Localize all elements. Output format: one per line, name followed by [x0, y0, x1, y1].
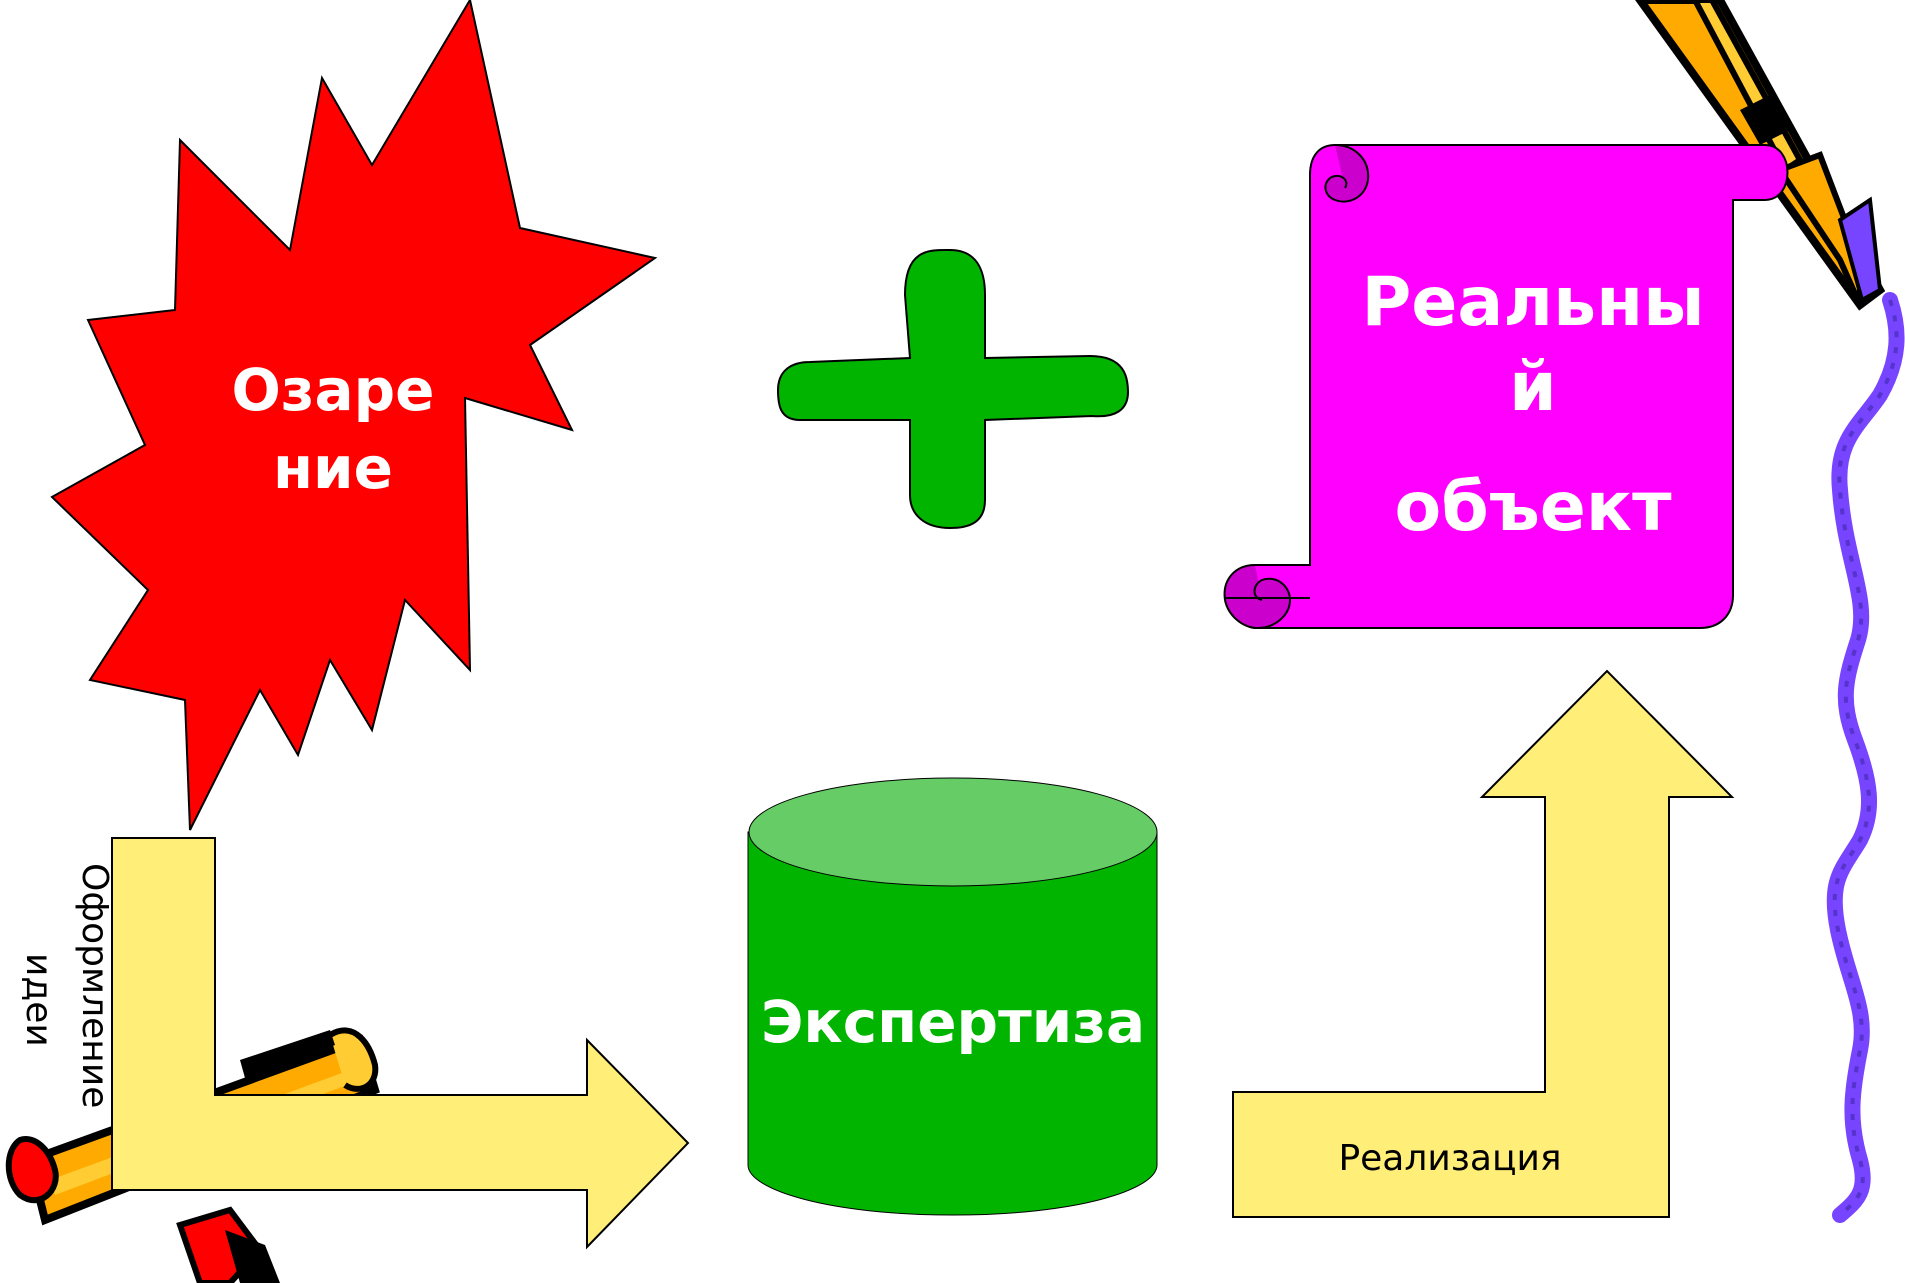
scroll-body — [1236, 144, 1789, 629]
explosion-star-shape — [50, 0, 658, 831]
real-object-label-3: объект — [1395, 468, 1673, 547]
wavy-line — [1826, 292, 1905, 1223]
insight-label-1: Озаре — [232, 356, 435, 424]
wavy-line-texture — [1832, 299, 1899, 1217]
insight-node: Озаре ние — [50, 0, 658, 831]
real-object-label-1: Реальны — [1361, 263, 1704, 342]
idea-design-label-1: Оформление — [74, 863, 115, 1108]
plus-sign-shape — [776, 248, 1130, 530]
scroll-curl-top — [1324, 144, 1370, 203]
cylinder-top — [748, 777, 1158, 887]
realization-arrow — [1232, 669, 1735, 1218]
expertise-node: Экспертиза — [747, 777, 1158, 1216]
scroll-curl-bottom — [1223, 564, 1292, 630]
cylinder-body — [747, 831, 1158, 1216]
real-object-label-2: й — [1509, 348, 1557, 427]
idea-design-arrow — [111, 837, 690, 1250]
idea-design-label: Оформление идеи — [18, 863, 115, 1108]
real-object-node: Реальны й объект — [1223, 144, 1789, 630]
expertise-label: Экспертиза — [761, 988, 1145, 1056]
idea-design-label-2: идеи — [18, 953, 59, 1047]
insight-label-2: ние — [273, 434, 393, 502]
realization-label: Реализация — [1338, 1138, 1561, 1179]
